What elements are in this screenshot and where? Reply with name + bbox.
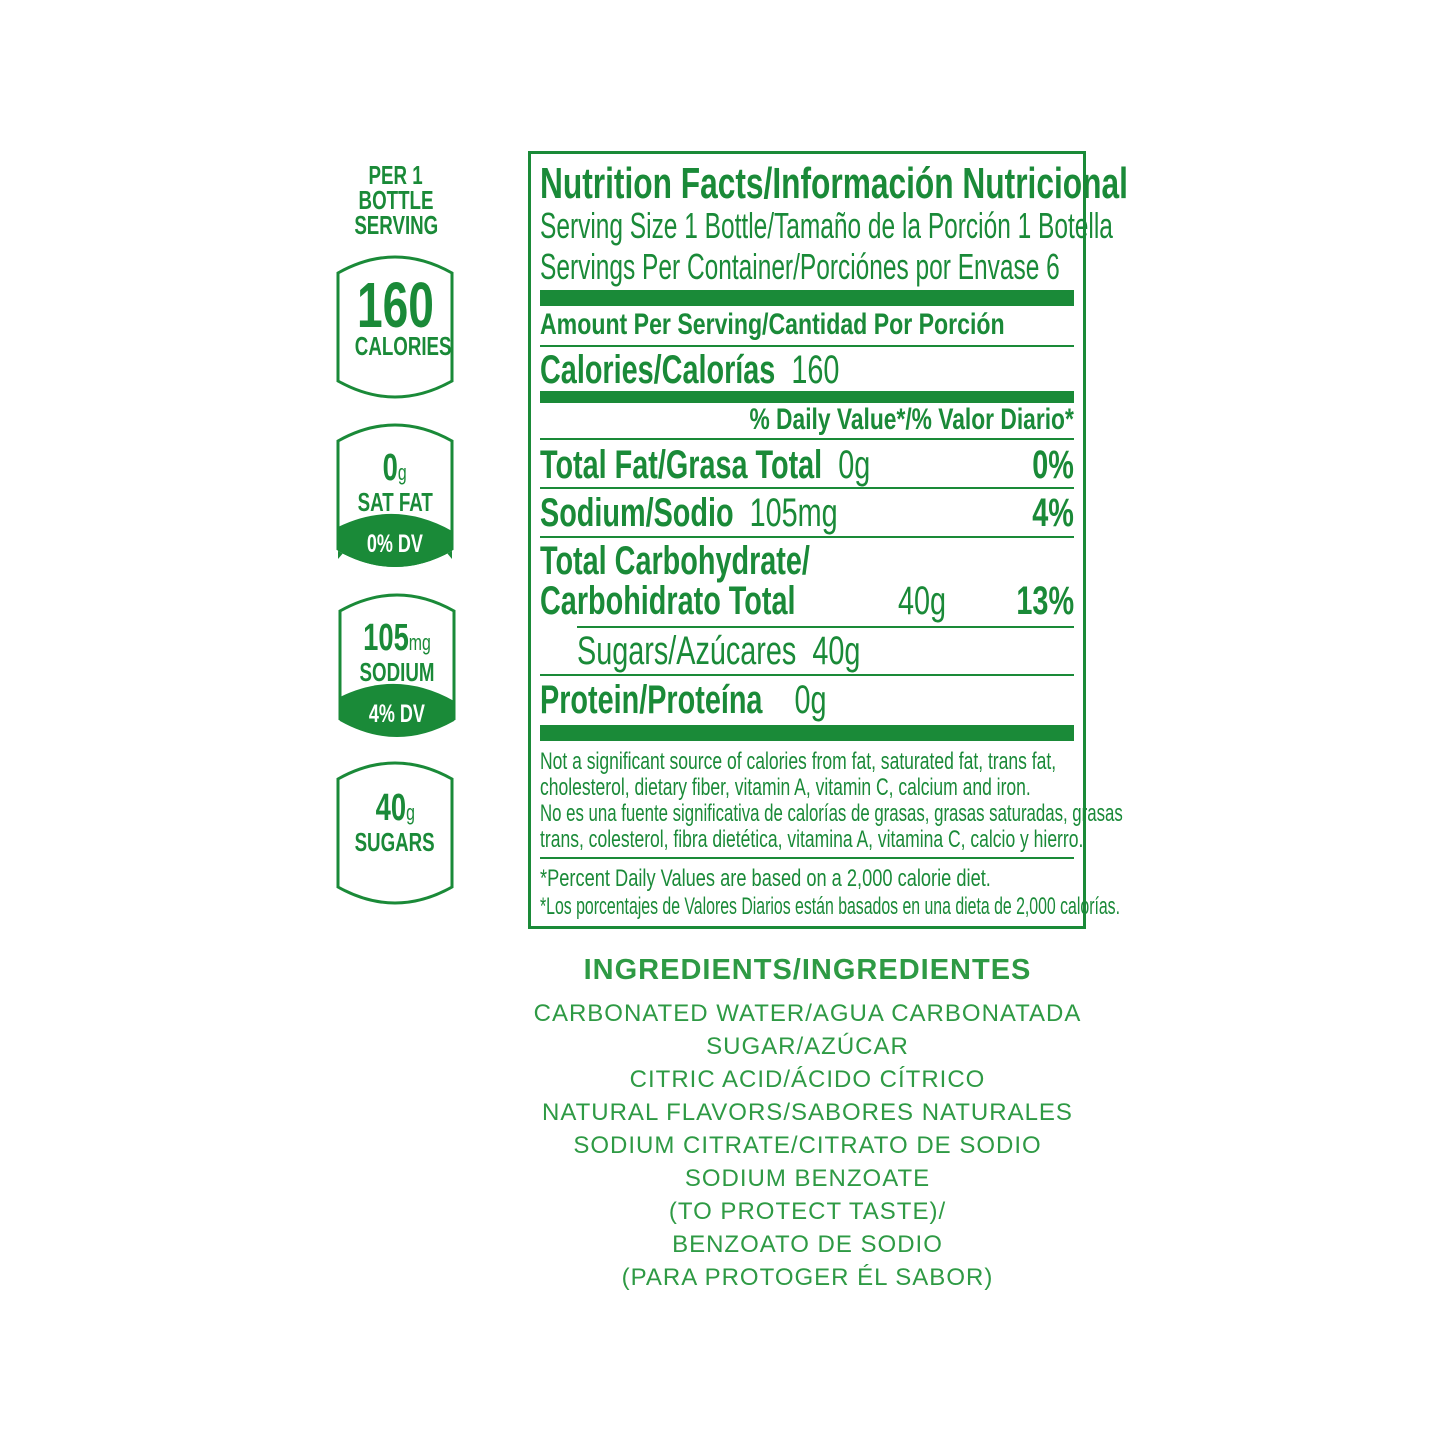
footnote-line: Not a significant source of calories fro…: [540, 748, 1057, 775]
nutrient-amount: 105mg: [749, 491, 838, 535]
nutrition-facts-panel: [528, 151, 1086, 929]
badge-unit: mg: [408, 630, 431, 655]
nutrient-dv: 13%: [1016, 579, 1074, 623]
nutrient-row-sodium: Sodium/Sodio 105mg: [540, 493, 953, 533]
nutrient-label: Protein/Proteína: [540, 678, 763, 722]
nutrient-label: Sodium/Sodio: [540, 491, 734, 535]
divider: [540, 487, 1074, 489]
ingredient-line: SUGAR/AZÚCAR: [706, 1033, 909, 1060]
daily-value-header: % Daily Value*/% Valor Diario*: [749, 403, 1074, 436]
nutrient-label: Sugars/Azúcares: [577, 629, 797, 673]
header-line: PER 1: [368, 160, 424, 190]
badge-value: 160: [356, 269, 434, 341]
badge-dv: 4% DV: [368, 700, 426, 728]
sat-fat-badge: 0g SAT FAT 0% DV: [336, 419, 454, 571]
nutrient-row-sugars: Sugars/Azúcares 40g: [577, 631, 971, 671]
badge-unit: g: [405, 800, 415, 825]
calories-value: 160: [791, 348, 840, 392]
ingredient-line: CITRIC ACID/ÁCIDO CÍTRICO: [629, 1066, 986, 1093]
calories-badge: 160 CALORIES: [336, 251, 454, 403]
calories-label: Calories/Calorías: [540, 348, 776, 392]
badge-label: SUGARS: [354, 827, 436, 857]
badge-value: 105: [363, 617, 409, 659]
badge-label: CALORIES: [354, 331, 452, 361]
header-line: BOTTLE: [358, 185, 434, 215]
nutrient-label: Total Fat/Grasa Total: [540, 443, 823, 487]
thick-divider: [540, 290, 1074, 306]
nutrient-label-continued: Carbohidrato Total: [540, 579, 796, 623]
nutrient-amount: 0g: [838, 443, 871, 487]
badge-label: SAT FAT: [357, 487, 433, 517]
sugars-badge: 40g SUGARS: [336, 757, 454, 909]
dv-note: *Percent Daily Values are based on a 2,0…: [540, 865, 991, 892]
footnote-line: cholesterol, dietary fiber, vitamin A, v…: [540, 774, 1031, 801]
ingredient-line: CARBONATED WATER/AGUA CARBONATADA: [533, 1000, 1082, 1027]
header-line: SERVING: [354, 210, 438, 240]
panel-title: Nutrition Facts/Información Nutricional: [540, 159, 1128, 208]
ingredient-line: (PARA PROTOGER ÉL SABOR): [621, 1264, 994, 1291]
footnote-line: trans, colesterol, fibra dietética, vita…: [540, 826, 1084, 853]
nutrient-amount: 40g: [812, 629, 861, 673]
ingredient-line: SODIUM BENZOATE: [684, 1165, 931, 1192]
badge-unit: g: [398, 460, 408, 485]
nutrient-row-total-fat: Total Fat/Grasa Total 0g: [540, 445, 999, 485]
footnote: Not a significant source of calories fro…: [540, 749, 1372, 853]
ingredient-line: (TO PROTECT TASTE)/: [668, 1198, 947, 1225]
ingredient-line: BENZOATO DE SODIO: [672, 1231, 943, 1258]
sodium-badge: 105mg SODIUM 4% DV: [338, 589, 456, 741]
badge-dv: 0% DV: [366, 530, 424, 558]
daily-value-notes: *Percent Daily Values are based on a 2,0…: [540, 865, 1419, 921]
ingredients-title: INGREDIENTS/INGREDIENTES: [583, 954, 1032, 986]
nutrient-row-protein: Protein/Proteína 0g: [540, 680, 938, 720]
dv-note: *Los porcentajes de Valores Diarios está…: [540, 893, 1121, 920]
divider: [540, 536, 1074, 538]
nutrient-amount: 40g: [898, 579, 947, 623]
badge-value: 0: [382, 447, 399, 489]
divider: [577, 626, 1074, 628]
thick-divider: [540, 725, 1074, 741]
divider: [540, 438, 1074, 440]
badge-label: SODIUM: [359, 657, 435, 687]
ingredient-line: NATURAL FLAVORS/SABORES NATURALES: [542, 1099, 1073, 1126]
serving-size: Serving Size 1 Bottle/Tamaño de la Porci…: [540, 205, 1113, 246]
ingredient-line: SODIUM CITRATE/CITRATO DE SODIO: [573, 1132, 1042, 1159]
ingredients-list: CARBONATED WATER/AGUA CARBONATADA SUGAR/…: [440, 997, 1175, 1294]
per-serving-header: PER 1 BOTTLE SERVING: [337, 160, 455, 240]
servings-per-container: Servings Per Container/Porciónes por Env…: [540, 246, 1060, 287]
divider: [540, 345, 1074, 347]
nutrient-label: Total Carbohydrate/: [540, 539, 810, 583]
nutrient-dv: 0%: [1032, 443, 1074, 487]
badge-value: 40: [375, 787, 406, 829]
footnote-line: No es una fuente significativa de calorí…: [540, 800, 1123, 827]
divider: [540, 674, 1074, 676]
medium-divider: [540, 391, 1074, 403]
amount-per-serving: Amount Per Serving/Cantidad Por Porción: [540, 308, 1005, 341]
nutrient-amount: 0g: [794, 678, 827, 722]
divider: [540, 857, 1074, 859]
nutrient-dv: 4%: [1032, 491, 1074, 535]
